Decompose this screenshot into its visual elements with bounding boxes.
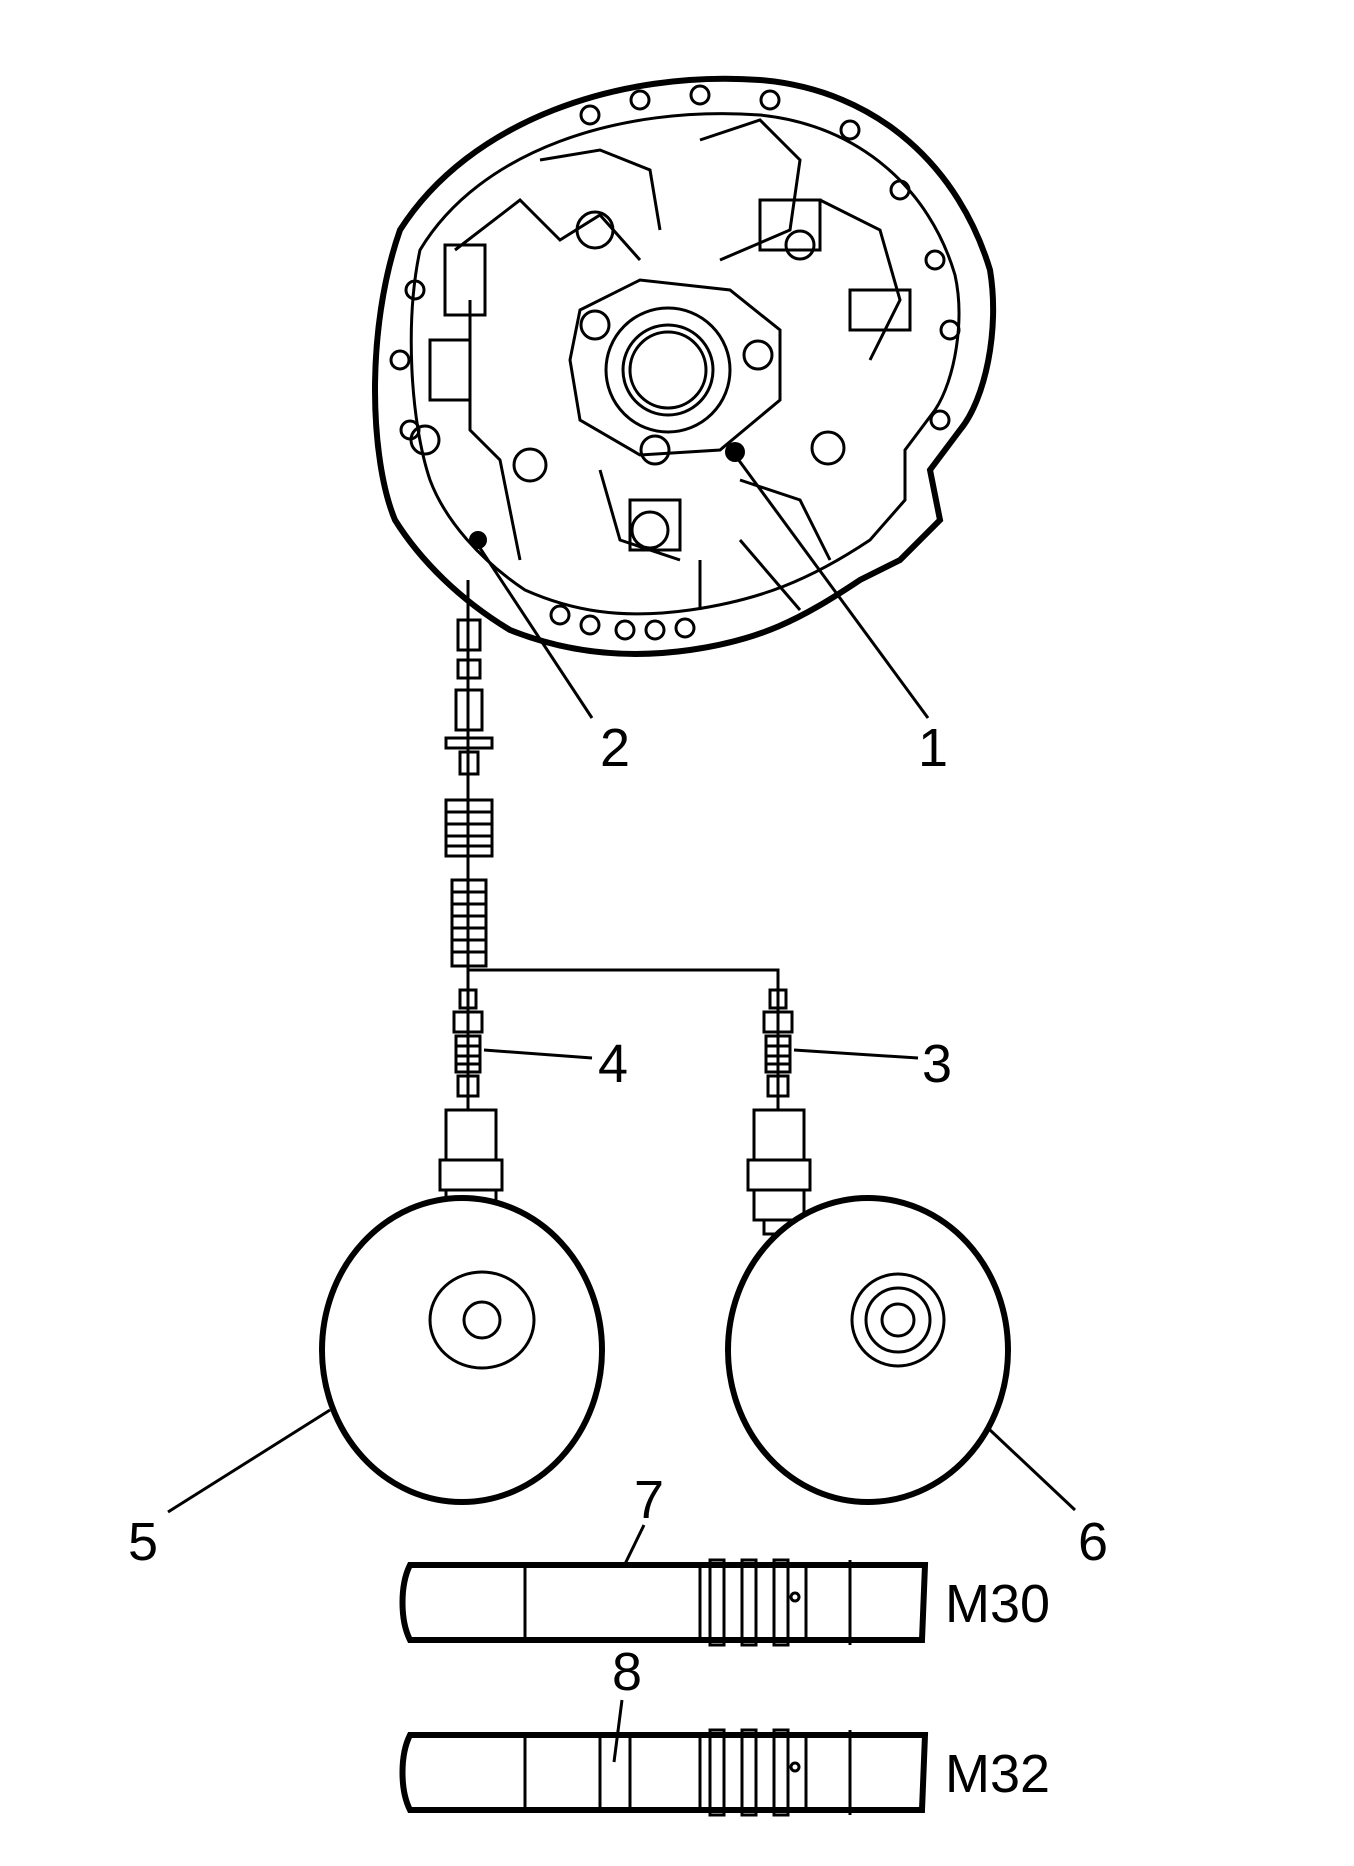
leader-line-3 xyxy=(793,1048,919,1060)
valve-body-housing xyxy=(372,75,997,657)
callout-5: 5 xyxy=(128,1512,158,1572)
leader-line-6 xyxy=(988,1428,1077,1512)
air-supply-fittings xyxy=(444,580,780,1000)
leader-line-4 xyxy=(483,1048,593,1060)
callout-2: 2 xyxy=(600,718,630,778)
tool-label-m30: M30 xyxy=(945,1574,1050,1634)
leader-line-8 xyxy=(612,1699,624,1763)
callout-7: 7 xyxy=(634,1470,664,1530)
central-hub xyxy=(409,210,846,550)
flange-bolt-holes xyxy=(389,84,961,641)
leader-line-5 xyxy=(167,1408,331,1514)
leader-line-2 xyxy=(476,544,594,719)
callout-1: 1 xyxy=(918,718,948,778)
tool-label-m32: M32 xyxy=(945,1744,1050,1804)
pressure-gauge-5 xyxy=(319,1195,605,1505)
leader-line-1 xyxy=(733,454,930,719)
check-ball-location-1 xyxy=(725,442,745,462)
adapter-tool-m30 xyxy=(399,1558,929,1647)
leader-line-7 xyxy=(622,1524,646,1567)
callout-3: 3 xyxy=(922,1034,952,1094)
valve-body-channels xyxy=(428,118,912,611)
callout-6: 6 xyxy=(1078,1512,1108,1572)
callout-8: 8 xyxy=(612,1642,642,1702)
pressure-gauge-6 xyxy=(725,1195,1011,1505)
check-ball-location-2 xyxy=(469,531,487,549)
gauge-adapter-3 xyxy=(746,988,812,1236)
adapter-tool-m32 xyxy=(399,1728,929,1817)
callout-4: 4 xyxy=(598,1034,628,1094)
